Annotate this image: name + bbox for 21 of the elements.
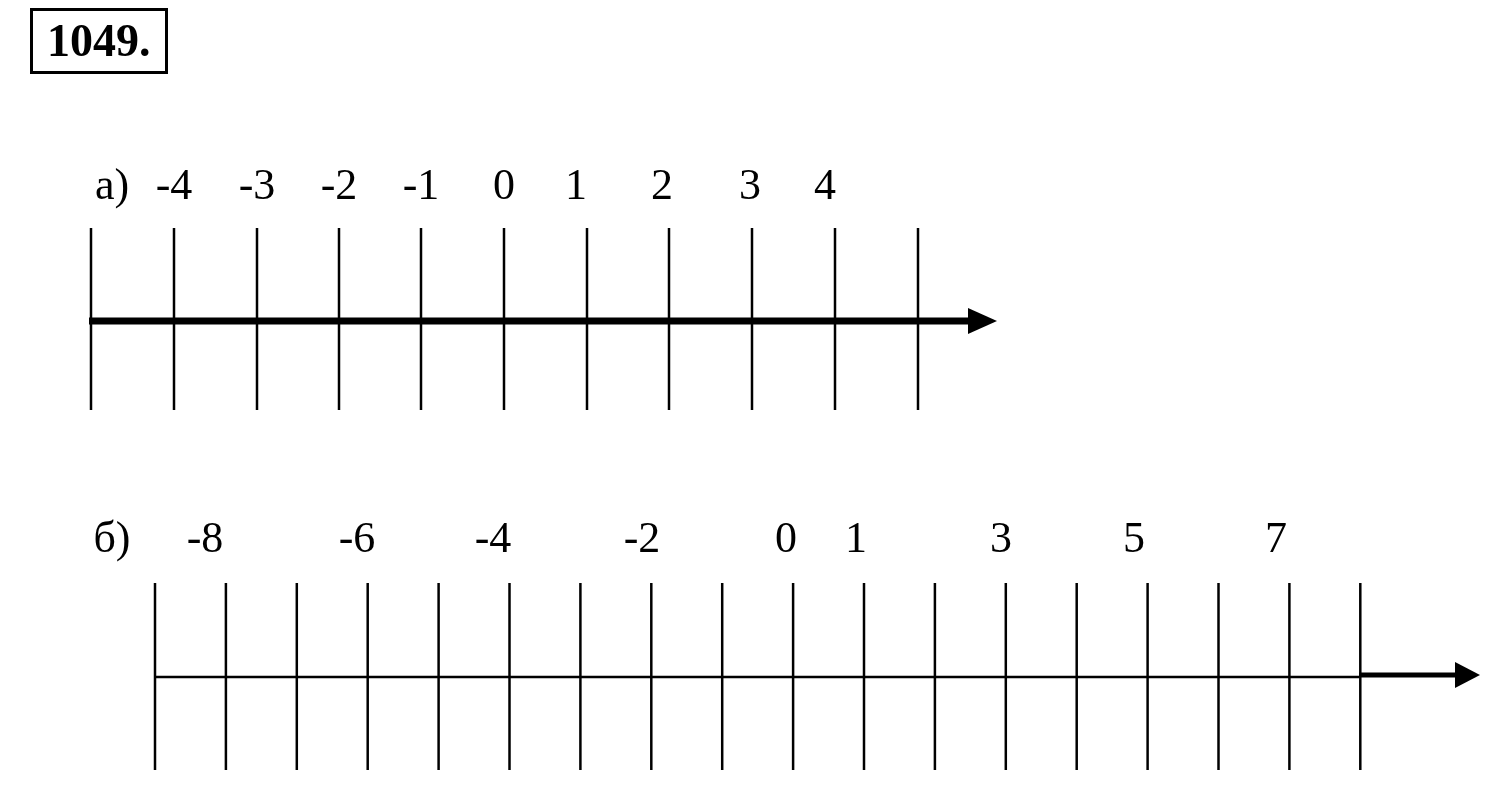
problem-number: 1049. — [30, 8, 168, 74]
part-label: б) — [93, 513, 131, 563]
tick-value: -3 — [238, 160, 276, 210]
tick-value: -4 — [474, 513, 512, 563]
tick-value: 5 — [1123, 513, 1145, 563]
tick-value: -6 — [338, 513, 376, 563]
tick-value: -1 — [402, 160, 440, 210]
tick-value: -2 — [320, 160, 358, 210]
tick-value: 1 — [565, 160, 587, 210]
tick-value: 7 — [1265, 513, 1287, 563]
tick-value: 4 — [814, 160, 836, 210]
tick-value: -8 — [186, 513, 224, 563]
tick-value: 0 — [775, 513, 797, 563]
tick-value: 2 — [651, 160, 673, 210]
tick-value: 3 — [739, 160, 761, 210]
tick-value: 0 — [493, 160, 515, 210]
tick-value: -2 — [623, 513, 661, 563]
tick-value: 1 — [845, 513, 867, 563]
part-label: а) — [94, 160, 130, 210]
tick-value: -4 — [155, 160, 193, 210]
tick-value: 3 — [990, 513, 1012, 563]
